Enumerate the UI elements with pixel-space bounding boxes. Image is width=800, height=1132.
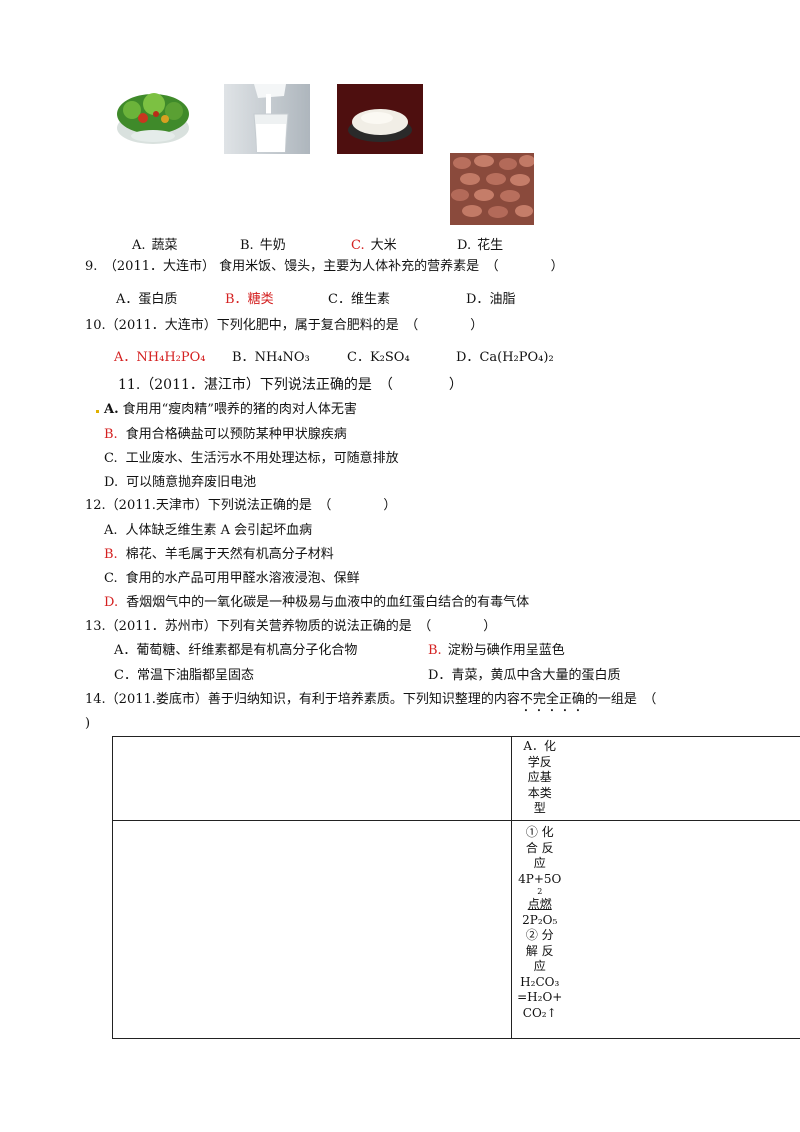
q13-option-a: A．葡萄糖、纤维素都是有机高分子化合物 bbox=[114, 643, 358, 658]
q13-option-d: D．青菜，黄瓜中含大量的蛋白质 bbox=[428, 668, 621, 683]
q14-emphasis: 不完全正确 bbox=[519, 692, 585, 707]
q9-option-b: B．糖类 bbox=[225, 292, 274, 307]
table-header-cell: A．化 学反 应基 本类 型 bbox=[510, 736, 800, 821]
q12-stem: 12.（2011.天津市）下列说法正确的是 （ ） bbox=[85, 498, 397, 513]
q13-option-c: C．常温下油脂都呈固态 bbox=[114, 668, 254, 683]
q12-option-b: B.棉花、羊毛属于天然有机高分子材料 bbox=[104, 547, 334, 562]
q10-option-b: B．NH₄NO₃ bbox=[232, 350, 310, 365]
q14-stem: 14.（2011.娄底市）善于归纳知识，有利于培养素质。下列知识整理的内容不完全… bbox=[85, 692, 657, 707]
q9-option-c: C．维生素 bbox=[328, 292, 390, 307]
q13-stem: 13.（2011．苏州市）下列有关营养物质的说法正确的是 （ ） bbox=[85, 619, 497, 634]
q9-stem: 9. （2011．大连市） 食用米饭、馒头，主要为人体补充的营养素是 （ ） bbox=[85, 259, 564, 274]
peanut-image bbox=[450, 153, 534, 225]
yellow-mark bbox=[96, 410, 99, 413]
q11-option-a: A.食用用“瘦肉精”喂养的猪的肉对人体无害 bbox=[104, 402, 357, 417]
q9-option-d: D．油脂 bbox=[466, 292, 516, 307]
q8-option-b: B.牛奶 bbox=[240, 238, 286, 253]
q11-option-b: B.食用合格碘盐可以预防某种甲状腺疾病 bbox=[104, 427, 347, 442]
salad-image bbox=[110, 84, 196, 154]
q14-stem-close: ) bbox=[85, 716, 91, 731]
q10-option-d: D．Ca(H₂PO₄)₂ bbox=[456, 350, 554, 365]
milk-image bbox=[224, 84, 310, 154]
q10-option-c: C．K₂SO₄ bbox=[347, 350, 410, 365]
q11-option-d: D.可以随意抛弃废旧电池 bbox=[104, 475, 257, 490]
q12-option-a: A.人体缺乏维生素 A 会引起坏血病 bbox=[104, 523, 313, 538]
q9-option-a: A．蛋白质 bbox=[116, 292, 178, 307]
q11-stem: 11.（2011．湛江市）下列说法正确的是 （ ） bbox=[118, 377, 463, 393]
q11-option-c: C.工业废水、生活污水不用处理达标，可随意排放 bbox=[104, 451, 399, 466]
table-header-empty bbox=[112, 736, 512, 821]
knowledge-table: A．化 学反 应基 本类 型 ① 化 合 反 应 4P+5O 2 点燃 2P₂O… bbox=[112, 736, 800, 1039]
table-body-cell: ① 化 合 反 应 4P+5O 2 点燃 2P₂O₅ ② 分 解 反 应 H₂C… bbox=[510, 820, 800, 1039]
table-body-empty bbox=[112, 820, 512, 1039]
q13-option-b: B.淀粉与碘作用呈蓝色 bbox=[428, 643, 565, 658]
q12-option-c: C.食用的水产品可用甲醛水溶液浸泡、保鲜 bbox=[104, 571, 360, 586]
q10-option-a: A．NH₄H₂PO₄ bbox=[114, 350, 206, 365]
q8-option-d: D.花生 bbox=[457, 238, 504, 253]
rice-image bbox=[337, 84, 423, 154]
q12-option-d: D.香烟烟气中的一氧化碳是一种极易与血液中的血红蛋白结合的有毒气体 bbox=[104, 595, 530, 610]
q10-stem: 10.（2011．大连市）下列化肥中，属于复合肥料的是 （ ） bbox=[85, 318, 484, 333]
q8-option-c: C.大米 bbox=[351, 238, 397, 253]
q8-option-a: A.蔬菜 bbox=[132, 238, 178, 253]
